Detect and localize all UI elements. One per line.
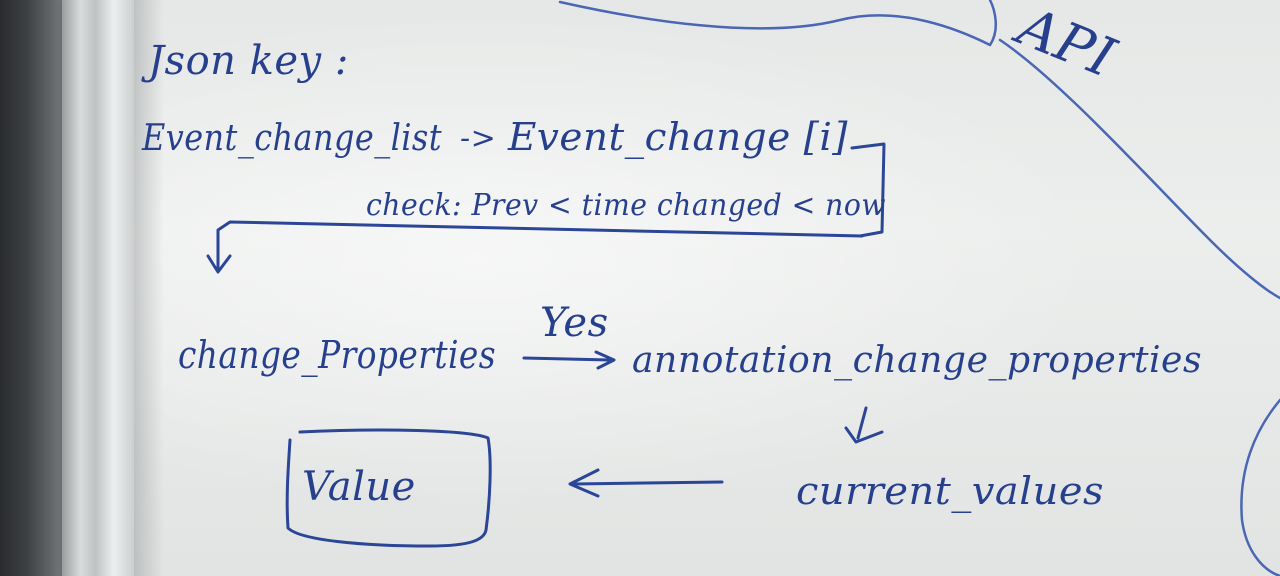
flow-return-line — [216, 220, 864, 270]
yes-arrow-head — [594, 350, 616, 370]
down-arrow-head — [844, 426, 884, 444]
top-loop-stroke — [558, 0, 997, 47]
current-values-text: current_values — [796, 469, 1104, 514]
whiteboard-frame — [62, 0, 136, 576]
flow-down-arrowhead — [206, 254, 232, 274]
value-box-outline — [285, 428, 492, 548]
yes-label: Yes — [540, 300, 609, 346]
right-diagonal-stroke — [998, 38, 1280, 300]
yes-arrow-shaft — [522, 356, 612, 362]
path-to-text: Event_change [i] — [507, 115, 848, 160]
path-arrow-text: -> — [460, 121, 496, 156]
change-properties-text: change_Properties — [178, 333, 496, 378]
back-arrow-head — [568, 468, 600, 498]
back-arrow-shaft — [572, 480, 724, 486]
whiteboard-surface — [134, 0, 1280, 576]
corner-api-text: API — [1005, 0, 1125, 90]
annotation-change-properties-text: annotation_change_properties — [632, 340, 1202, 381]
value-box-text: Value — [302, 464, 416, 510]
board-edge-shadow — [134, 0, 164, 576]
down-arrow-shaft — [856, 406, 868, 440]
path-from-text: Event_change_list — [141, 118, 442, 159]
check-condition-text: check: Prev < time changed < now — [366, 188, 886, 223]
heading-json-key: Json key : — [141, 38, 349, 84]
path-bracket-stroke — [850, 142, 886, 238]
right-edge-curve — [1240, 398, 1280, 576]
